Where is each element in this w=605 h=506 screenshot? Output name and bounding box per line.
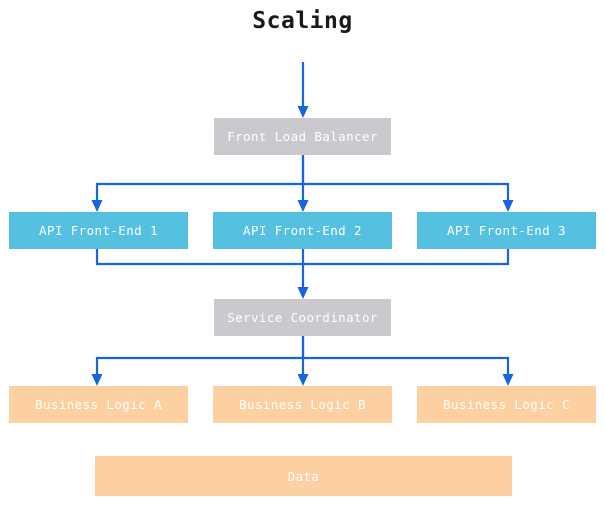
node-data[interactable]: Data [95,456,512,496]
edge-service-coordinator-to-business-logic-b [297,336,309,386]
edge-load-balancer-to-api-2 [297,155,309,212]
node-api-front-end-3[interactable]: API Front-End 3 [417,212,596,249]
node-api-front-end-1[interactable]: API Front-End 1 [9,212,188,249]
node-front-load-balancer[interactable]: Front Load Balancer [214,118,391,155]
edge-inbound-to-load-balancer [297,62,309,118]
node-business-logic-a[interactable]: Business Logic A [9,386,188,423]
edge-api-2-to-service-coordinator [297,249,309,299]
edge-load-balancer-to-api-3 [303,182,514,212]
node-service-coordinator[interactable]: Service Coordinator [214,299,391,336]
edge-api-1-to-service-coordinator [95,249,303,266]
edge-api-3-to-service-coordinator [303,249,510,266]
edge-service-coordinator-to-business-logic-a [91,336,305,386]
edge-service-coordinator-to-business-logic-c [303,356,514,386]
edge-load-balancer-to-api-1 [91,155,305,212]
node-business-logic-b[interactable]: Business Logic B [213,386,392,423]
diagram-title: Scaling [252,8,353,34]
node-business-logic-c[interactable]: Business Logic C [417,386,596,423]
node-api-front-end-2[interactable]: API Front-End 2 [213,212,392,249]
